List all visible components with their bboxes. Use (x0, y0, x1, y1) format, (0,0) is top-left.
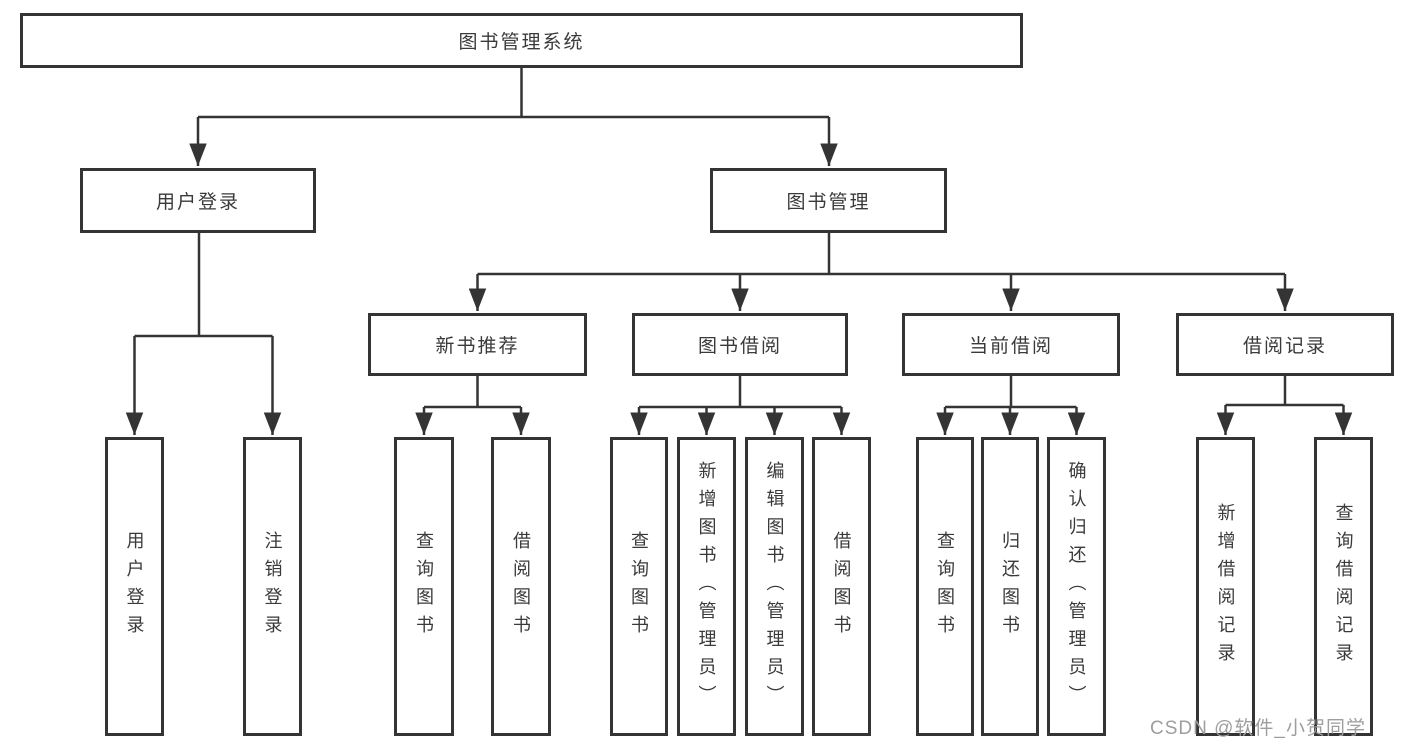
leaf-borrow-books-borrowing-label: 借阅图书 (831, 530, 852, 643)
connector-book-management-children (468, 233, 1294, 311)
node-current-borrowing: 当前借阅 (902, 313, 1120, 376)
leaf-return-books: 归还图书 (981, 437, 1039, 736)
node-current-borrowing-label: 当前借阅 (968, 336, 1053, 357)
leaf-query-books-recommend: 查询图书 (394, 437, 454, 736)
leaf-query-books-recommend-label: 查询图书 (414, 530, 434, 643)
leaf-confirm-return-admin-label: 确认归还（管理员） (1066, 460, 1087, 713)
node-borrowing-records: 借阅记录 (1176, 313, 1394, 376)
node-book-management-label: 图书管理 (786, 192, 871, 213)
connector-book-borrowing-children (630, 376, 851, 435)
node-user-login: 用户登录 (80, 168, 316, 233)
connector-root-to-level2 (189, 68, 838, 166)
leaf-logout: 注销登录 (243, 437, 302, 736)
leaf-user-login-label: 用户登录 (124, 530, 145, 643)
node-user-login-label: 用户登录 (155, 192, 240, 213)
connector-borrowing-records-children (1216, 376, 1353, 435)
leaf-add-borrow-record: 新增借阅记录 (1196, 437, 1255, 736)
leaf-user-login: 用户登录 (105, 437, 164, 736)
node-book-management: 图书管理 (710, 168, 947, 233)
connector-current-borrowing-children (936, 376, 1086, 435)
leaf-borrow-books-recommend-label: 借阅图书 (511, 530, 531, 643)
node-book-borrowing-label: 图书借阅 (697, 336, 782, 357)
leaf-add-book-admin-label: 新增图书（管理员） (696, 460, 717, 713)
leaf-query-books-current-label: 查询图书 (935, 530, 955, 643)
leaf-return-books-label: 归还图书 (1000, 530, 1020, 643)
node-book-borrowing: 图书借阅 (632, 313, 848, 376)
node-new-book-recommend-label: 新书推荐 (435, 336, 520, 357)
leaf-add-borrow-record-label: 新增借阅记录 (1215, 502, 1236, 671)
leaf-edit-book-admin: 编辑图书（管理员） (745, 437, 804, 736)
node-new-book-recommend: 新书推荐 (368, 313, 587, 376)
leaf-query-books-borrowing: 查询图书 (610, 437, 668, 736)
leaf-logout-label: 注销登录 (262, 530, 283, 643)
leaf-edit-book-admin-label: 编辑图书（管理员） (764, 460, 785, 713)
leaf-query-books-borrowing-label: 查询图书 (629, 530, 649, 643)
leaf-query-books-current: 查询图书 (916, 437, 974, 736)
node-root: 图书管理系统 (20, 13, 1023, 68)
leaf-confirm-return-admin: 确认归还（管理员） (1047, 437, 1106, 736)
node-root-label: 图书管理系统 (458, 32, 585, 53)
leaf-add-book-admin: 新增图书（管理员） (677, 437, 736, 736)
leaf-borrow-books-recommend: 借阅图书 (491, 437, 551, 736)
connector-user-login-children (125, 233, 282, 435)
node-borrowing-records-label: 借阅记录 (1242, 336, 1327, 357)
leaf-query-borrow-record: 查询借阅记录 (1314, 437, 1373, 736)
csdn-watermark: CSDN @软件_小贺同学 (1150, 718, 1366, 739)
leaf-borrow-books-borrowing: 借阅图书 (812, 437, 871, 736)
connector-new-book-recommend-children (415, 376, 530, 435)
leaf-query-borrow-record-label: 查询借阅记录 (1333, 502, 1354, 671)
